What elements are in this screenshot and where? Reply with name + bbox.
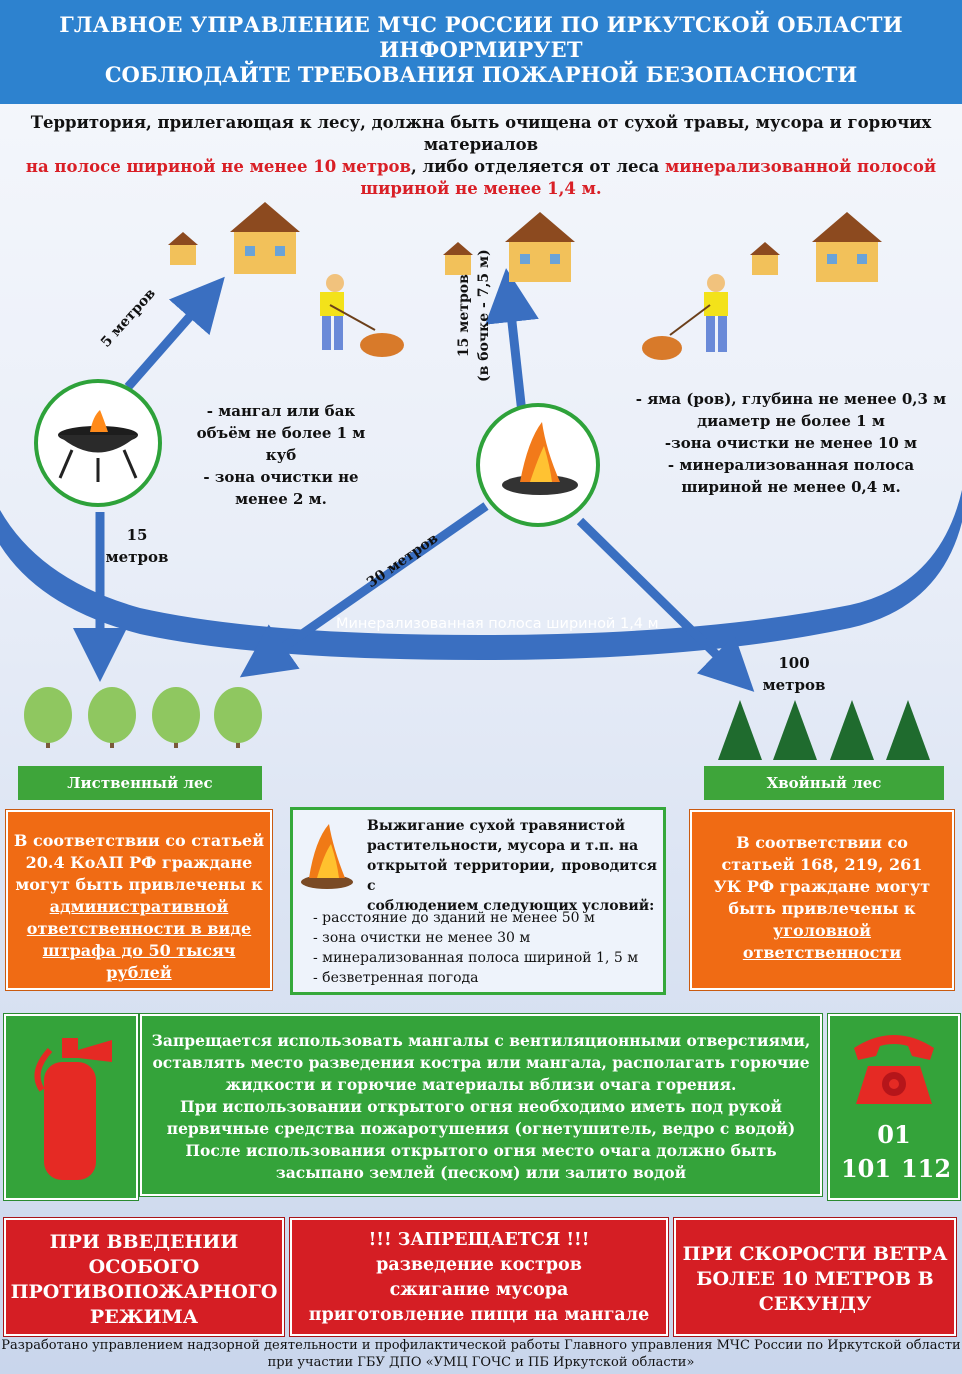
footer-credits: Разработано управлением надзорной деятел… [1, 1338, 961, 1370]
wind-speed-box: ПРИ СКОРОСТИ ВЕТРА БОЛЕЕ 10 МЕТРОВ В СЕК… [674, 1218, 956, 1336]
phone-112: 112 [900, 1154, 952, 1183]
mineral-strip [0, 490, 962, 660]
grass-burning-conditions-box: Выжигание сухой травянистой растительнос… [290, 807, 666, 995]
distance-15m-label: 15 метров [105, 526, 169, 566]
criminal-liability-box: В соответствии со статьей 168, 219, 261 … [690, 810, 954, 990]
header-subtitle: СОБЛЮДАЙТЕ ТРЕБОВАНИЯ ПОЖАРНОЙ БЕЗОПАСНО… [104, 62, 858, 87]
deciduous-tree-icon [88, 687, 136, 748]
brazier-icon [58, 410, 138, 482]
raking-person-icon [642, 274, 728, 360]
deciduous-tree-icon [152, 687, 200, 748]
distance-15m-barrel-label: 15 метров (в бочке - 7,5 м) [456, 249, 492, 382]
intro-text: Территория, прилегающая к лесу, должна б… [25, 113, 937, 198]
list-item: - зона очистки не менее 30 м [313, 930, 531, 946]
fire-extinguisher-icon [34, 1038, 112, 1180]
conifer-tree-icon [886, 700, 930, 760]
pit-requirements: - яма (ров), глубина не менее 0,3 м диам… [635, 390, 947, 496]
campfire-icon [301, 824, 353, 889]
conifer-tree-icon [830, 700, 874, 760]
emergency-phones-panel: 01 101 112 [828, 1014, 960, 1200]
house-icon [750, 212, 882, 282]
list-item: - расстояние до зданий не менее 50 м [313, 910, 595, 926]
phone-01: 01 [877, 1120, 911, 1149]
extinguisher-panel [4, 1014, 138, 1200]
special-fire-regime-box: ПРИ ВВЕДЕНИИ ОСОБОГО ПРОТИВОПОЖАРНОГО РЕ… [4, 1218, 284, 1336]
conifer-tree-icon [718, 700, 762, 760]
coniferous-forest-label: Хвойный лес [704, 766, 944, 800]
conifer-tree-icon [773, 700, 817, 760]
brazier-requirements: - мангал или бак объём не более 1 м куб … [196, 402, 366, 508]
deciduous-forest-label: Лиственный лес [18, 766, 262, 800]
distance-100m-label: 100 метров [762, 654, 826, 694]
arrow-100m [576, 517, 755, 692]
phone-101: 101 [840, 1154, 892, 1183]
burning-intro: Выжигание сухой травянистой растительнос… [367, 818, 657, 914]
house-icon [168, 202, 300, 274]
header-title: ГЛАВНОЕ УПРАВЛЕНИЕ МЧС РОССИИ ПО ИРКУТСК… [59, 12, 903, 62]
arrow-5m [124, 276, 225, 390]
arrow-30m [239, 502, 489, 678]
administrative-liability-box: В соответствии со статьей 20.4 КоАП РФ г… [6, 810, 272, 990]
arrow-15m-fire [485, 268, 539, 414]
telephone-icon [854, 1035, 934, 1104]
house-icon [443, 212, 575, 282]
list-item: - безветренная погода [313, 970, 479, 986]
deciduous-tree-icon [214, 687, 262, 748]
list-item: - минерализованная полоса шириной 1, 5 м [313, 950, 639, 966]
mineral-strip-label: Минерализованная полоса шириной 1,4 м [336, 616, 659, 632]
raking-person-icon [320, 274, 404, 357]
safety-rules-panel: Запрещается использовать мангалы с венти… [140, 1014, 822, 1196]
prohibited-box: !!! ЗАПРЕЩАЕТСЯ !!! разведение костров с… [290, 1218, 668, 1336]
burning-conditions-list: - расстояние до зданий не менее 50 м - з… [313, 908, 663, 988]
deciduous-tree-icon [24, 687, 72, 748]
header-banner: ГЛАВНОЕ УПРАВЛЕНИЕ МЧС РОССИИ ПО ИРКУТСК… [0, 0, 962, 104]
bonfire-icon [502, 422, 578, 495]
